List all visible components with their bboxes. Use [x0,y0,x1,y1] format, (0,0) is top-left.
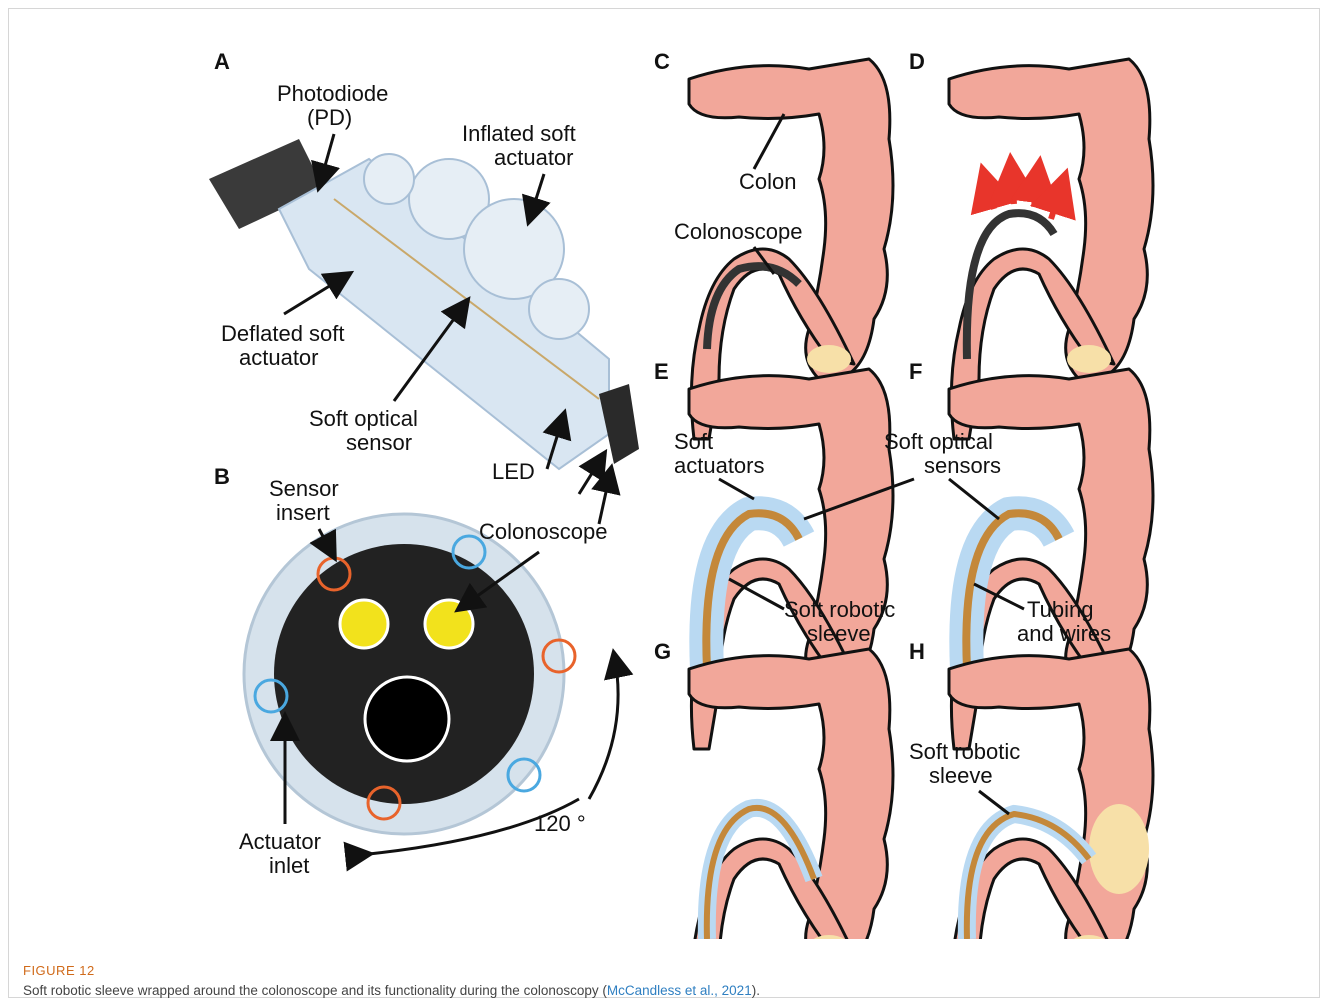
arrow-colonoscope-up [599,469,611,524]
caption-body: Soft robotic sleeve wrapped around the c… [23,983,607,998]
label-tubing-1: Tubing [1027,597,1093,622]
leader-optical-sensors [949,479,999,519]
label-optical-sensors-1: Soft optical [884,429,993,454]
force-arrow [1051,179,1064,219]
led-light-right [425,600,473,648]
caption-text: Soft robotic sleeve wrapped around the c… [23,982,1313,1000]
label-led: LED [492,459,535,484]
led-light-left [340,600,388,648]
panel-label-h: H [909,639,925,664]
label-inflated-1: Inflated soft [462,121,576,146]
figure-illustration: A Photodiode (PD) Inflated soft actuator… [159,39,1189,939]
label-deflated-2: actuator [239,345,319,370]
label-sensor-2: insert [276,500,330,525]
angle-arc-upper [589,654,618,799]
label-inlet-2: inlet [269,853,309,878]
label-optical-sensors-2: sensors [924,453,1001,478]
working-channel [365,677,449,761]
label-sleeve-h-1: Soft robotic [909,739,1020,764]
panel-a: A Photodiode (PD) Inflated soft actuator… [209,49,639,494]
panel-h: H Soft robotic sleeve [909,639,1153,939]
label-optical-2: sensor [346,430,412,455]
label-soft-actuators-2: actuators [674,453,765,478]
figure-label: FIGURE 12 [23,963,1313,978]
label-sleeve-e-1: Soft robotic [784,597,895,622]
panel-g: G [654,639,893,939]
label-deflated-1: Deflated soft [221,321,345,346]
label-tubing-2: and wires [1017,621,1111,646]
leader-soft-actuators [719,479,754,499]
panel-b: B Sensor insert Colonoscope Actuator inl… [214,464,618,878]
force-arrow [984,174,994,209]
label-colonoscope-b: Colonoscope [479,519,607,544]
arrow-colonoscope-a [579,454,604,494]
label-sleeve-h-2: sleeve [929,763,993,788]
label-photodiode-1: Photodiode [277,81,388,106]
leader-sleeve-h [979,791,1009,814]
force-arrow [1011,164,1014,204]
label-inflated-2: actuator [494,145,574,170]
label-sleeve-e-2: sleeve [807,621,871,646]
figure-caption: FIGURE 12 Soft robotic sleeve wrapped ar… [23,963,1313,1000]
panel-label-g: G [654,639,671,664]
label-angle: 120 ° [534,811,586,836]
citation-link[interactable]: McCandless et al., 2021 [607,983,752,998]
caption-end: ). [752,983,760,998]
label-soft-actuators-1: Soft [674,429,713,454]
label-optical-1: Soft optical [309,406,418,431]
panel-label-c: C [654,49,670,74]
figure-frame: A Photodiode (PD) Inflated soft actuator… [8,8,1320,998]
force-arrow [1034,167,1039,207]
inflated-bubble [529,279,589,339]
panel-label-f: F [909,359,922,384]
panel-label-e: E [654,359,669,384]
leader-colon [754,114,784,169]
panel-label-a: A [214,49,230,74]
panel-label-d: D [909,49,925,74]
cecum [1089,804,1149,894]
panel-label-b: B [214,464,230,489]
inflated-bubble [364,154,414,204]
label-inlet-1: Actuator [239,829,321,854]
label-colon: Colon [739,169,796,194]
label-sensor-1: Sensor [269,476,339,501]
label-photodiode-2: (PD) [307,105,352,130]
label-colonoscope-c: Colonoscope [674,219,802,244]
